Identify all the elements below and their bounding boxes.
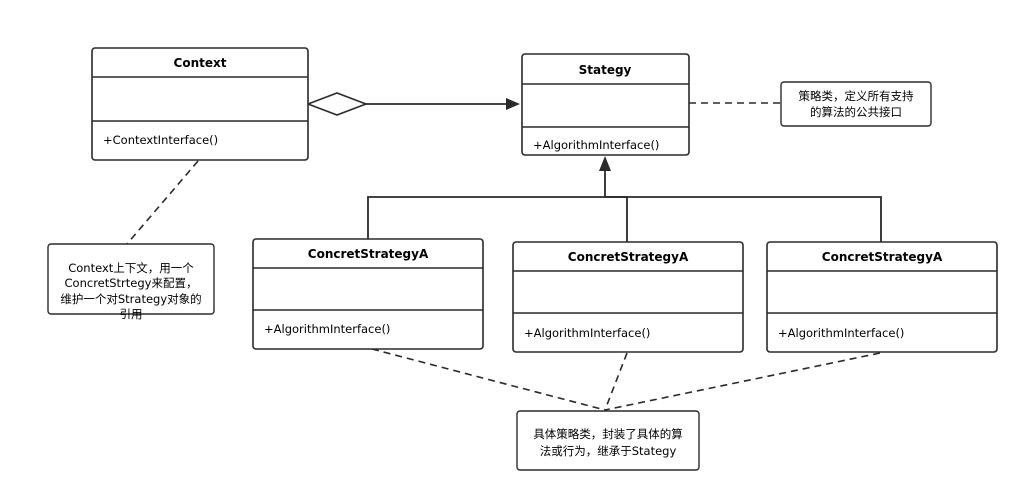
context-class[interactable]: Context +ContextInterface() <box>91 47 309 161</box>
inheritance-arrowhead <box>599 156 611 171</box>
context-note-line-4: 引用 <box>120 307 143 321</box>
context-class-operation: +ContextInterface() <box>103 133 218 147</box>
aggregation-arrowhead <box>506 98 520 110</box>
concrete-strategy-class-3[interactable]: ConcretStrategyA +AlgorithmInterface() <box>766 241 998 353</box>
context-note[interactable]: Context上下文，用一个 ConcretStrtegy来配置， 维护一个对S… <box>47 243 215 321</box>
strategy-note-box <box>780 81 932 127</box>
strategy-class-box <box>521 53 690 156</box>
concrete-strategy-1-box <box>252 238 484 350</box>
strategy-class-name: Stategy <box>579 63 632 77</box>
context-note-line-3: 维护一个对Strategy对象的 <box>60 292 201 306</box>
context-note-box <box>47 243 215 315</box>
strategy-class-operation: +AlgorithmInterface() <box>533 138 659 152</box>
context-note-line-2: ConcretStrtegy来配置， <box>65 276 198 290</box>
concrete-note-anchor-mid <box>604 352 628 411</box>
strategy-note[interactable]: 策略类，定义所有支持 的算法的公共接口 <box>780 81 932 127</box>
context-class-box <box>91 47 309 161</box>
context-class-name: Context <box>174 56 227 70</box>
inheritance-connector <box>367 156 882 242</box>
concrete-strategy-3-name: ConcretStrategyA <box>822 250 943 264</box>
strategy-note-line-1: 策略类，定义所有支持 <box>799 89 914 103</box>
context-note-line-1: Context上下文，用一个 <box>68 261 194 275</box>
concrete-note-box <box>516 410 700 471</box>
strategy-note-line-2: 的算法的公共接口 <box>810 105 902 119</box>
concrete-strategy-1-operation: +AlgorithmInterface() <box>264 322 390 336</box>
concrete-note[interactable]: 具体策略类，封装了具体的算 法或行为，继承于Stategy <box>516 410 700 471</box>
concrete-strategy-3-operation: +AlgorithmInterface() <box>778 326 904 340</box>
concrete-note-line-2: 法或行为，继承于Stategy <box>540 444 677 458</box>
concrete-strategy-3-box <box>766 241 998 353</box>
concrete-strategy-class-1[interactable]: ConcretStrategyA +AlgorithmInterface() <box>252 238 484 350</box>
aggregation-connector <box>305 92 520 116</box>
inheritance-branch-mid <box>605 196 628 242</box>
concrete-strategy-2-operation: +AlgorithmInterface() <box>524 326 650 340</box>
concrete-strategy-2-box <box>512 241 744 353</box>
concrete-strategy-1-name: ConcretStrategyA <box>308 247 429 261</box>
concrete-note-line-1: 具体策略类，封装了具体的算 <box>533 427 683 441</box>
concrete-strategy-class-2[interactable]: ConcretStrategyA +AlgorithmInterface() <box>512 241 744 353</box>
concrete-note-anchor-right <box>604 352 881 411</box>
concrete-strategy-2-name: ConcretStrategyA <box>568 250 689 264</box>
aggregation-diamond <box>305 92 369 116</box>
inheritance-branch-right <box>605 196 882 242</box>
context-note-anchor <box>126 160 199 245</box>
strategy-class[interactable]: Stategy +AlgorithmInterface() <box>521 53 690 156</box>
inheritance-branch-left <box>367 196 605 240</box>
concrete-note-anchor-left <box>371 348 606 411</box>
